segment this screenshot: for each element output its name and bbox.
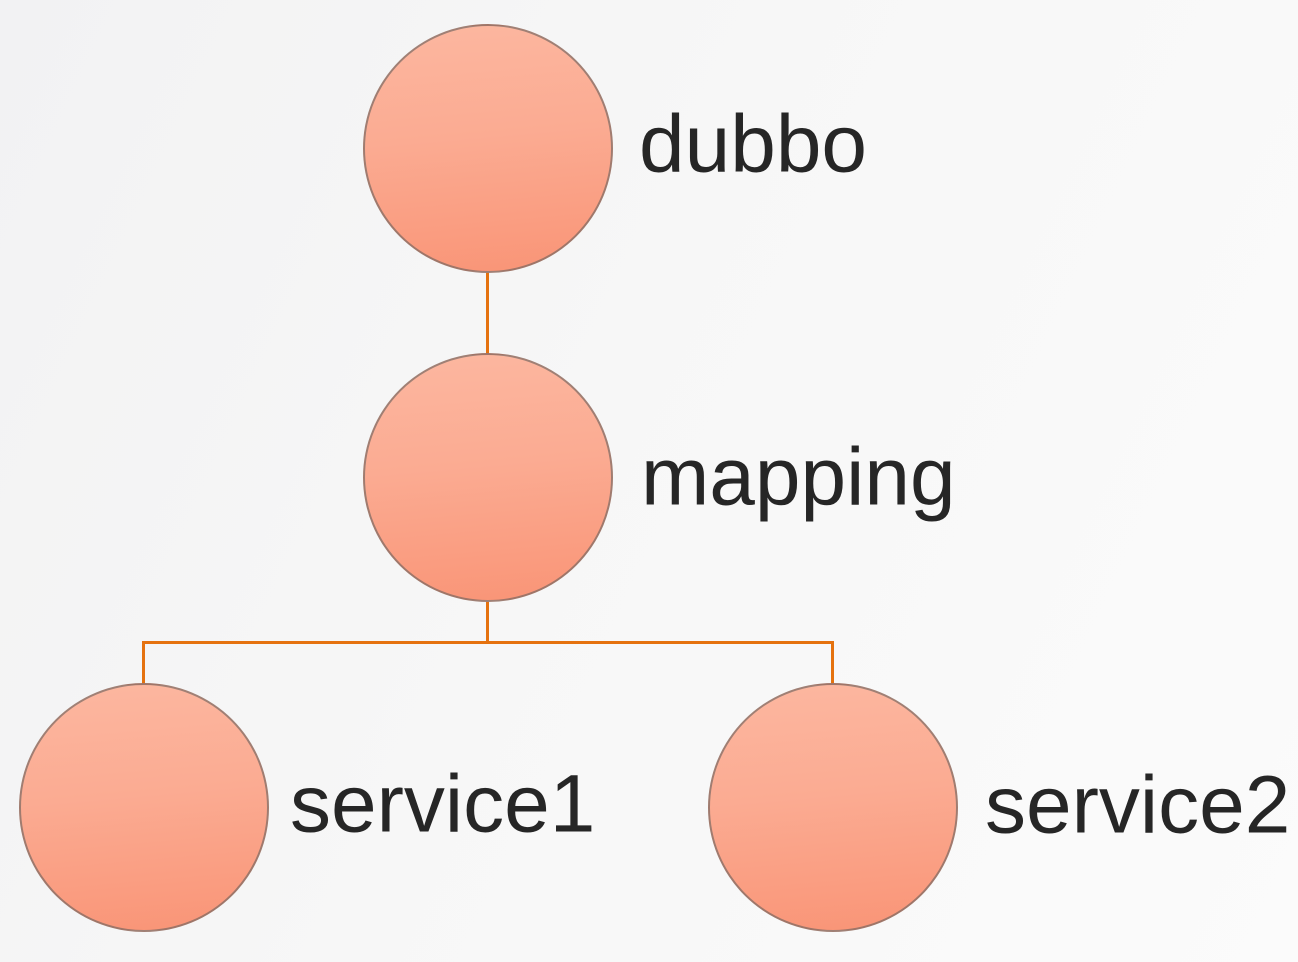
node-circle-mapping bbox=[363, 353, 613, 602]
node-circle-dubbo bbox=[363, 24, 613, 273]
node-circle-service1 bbox=[19, 683, 269, 932]
edge-mapping-children-stub bbox=[486, 601, 489, 643]
node-label-mapping: mapping bbox=[641, 431, 956, 523]
edge-dubbo-mapping bbox=[486, 270, 489, 354]
node-label-service1: service1 bbox=[290, 758, 596, 850]
edge-mapping-service1 bbox=[142, 641, 145, 684]
node-label-dubbo: dubbo bbox=[639, 98, 868, 190]
node-label-service2: service2 bbox=[985, 759, 1291, 851]
edge-mapping-service2 bbox=[831, 641, 834, 684]
edge-children-horizontal bbox=[142, 641, 834, 644]
node-circle-service2 bbox=[708, 683, 958, 932]
